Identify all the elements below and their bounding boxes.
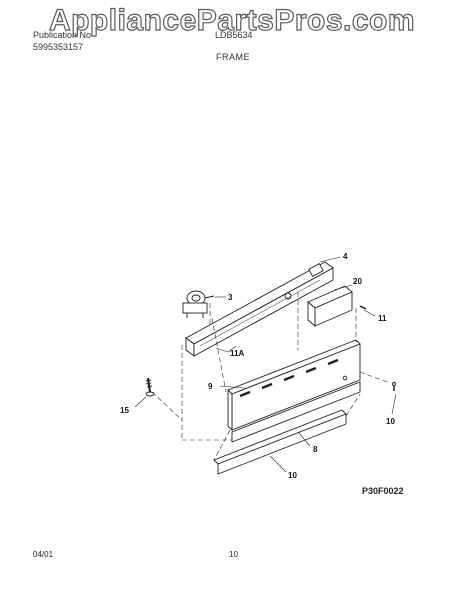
callout-10-right: 10 (386, 417, 395, 426)
screw-part-11 (359, 305, 367, 310)
valve-assembly-part (182, 290, 215, 318)
callout-8: 8 (313, 445, 318, 454)
publication-number: 5995353157 (33, 42, 84, 52)
figure-code: P30F0022 (362, 486, 404, 496)
box-part-20 (307, 285, 353, 327)
page-number: 10 (229, 550, 238, 559)
model-label: LDB5634 (215, 30, 253, 40)
callout-11: 11 (378, 314, 387, 323)
callout-11a: 11A (230, 349, 244, 358)
callout-3: 3 (228, 293, 233, 302)
callout-9: 9 (208, 382, 213, 391)
assembly-guide-lines (151, 292, 391, 461)
footer-date: 04/01 (33, 550, 54, 559)
section-title: FRAME (216, 52, 250, 62)
leader-lines (134, 256, 397, 473)
callout-10-bottom: 10 (288, 471, 297, 480)
kickplate-part-8 (213, 381, 361, 475)
publication-label: Publication No (33, 30, 92, 40)
upper-rail-part (185, 261, 334, 357)
callout-15: 15 (120, 406, 129, 415)
callout-4: 4 (343, 252, 348, 261)
watermark-text: AppliancePartsPros.com (48, 3, 416, 37)
callout-20: 20 (353, 277, 362, 286)
screw-part-15 (145, 377, 155, 397)
front-panel-part-9 (227, 339, 361, 432)
screw-part-10 (392, 382, 396, 391)
